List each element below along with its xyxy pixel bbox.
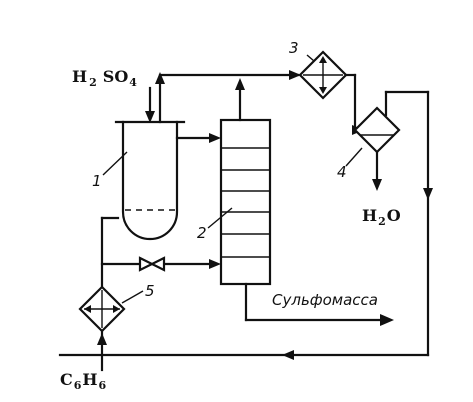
arrow-left-recycle xyxy=(282,350,294,360)
separator-4 xyxy=(353,106,401,154)
arrow-right-condenser xyxy=(289,70,301,80)
arrow-up-column-vent xyxy=(235,78,245,90)
arrow-up-benzene xyxy=(97,333,107,345)
valve xyxy=(138,256,166,272)
arrow-down-recycle xyxy=(423,188,433,200)
flow-arrows xyxy=(97,70,433,360)
sulfonator-vessel xyxy=(114,120,186,241)
equipment-number-1: 1 xyxy=(92,172,102,190)
arrow-right-column-feed xyxy=(209,133,221,143)
water-label: H2O xyxy=(362,206,401,228)
arrow-down-vessel-feed xyxy=(145,111,155,123)
arrow-right-product xyxy=(380,314,394,326)
sulfonation-column xyxy=(219,118,272,286)
leader-lines xyxy=(102,54,363,304)
arrow-up-vessel-vent xyxy=(155,72,165,84)
heat-exchanger-5 xyxy=(78,285,126,333)
equipment-number-3: 3 xyxy=(289,39,299,57)
arrow-down-water xyxy=(372,179,382,191)
equipment-number-2: 2 xyxy=(197,224,207,242)
benzene-label: C6H6 xyxy=(60,370,107,392)
equipment-number-4: 4 xyxy=(337,163,347,181)
condenser-3 xyxy=(298,50,348,100)
sulfonation-mass-label: Сульфомасса xyxy=(272,291,378,309)
arrow-right-valve-line xyxy=(209,259,221,269)
equipment-number-5: 5 xyxy=(145,282,155,300)
